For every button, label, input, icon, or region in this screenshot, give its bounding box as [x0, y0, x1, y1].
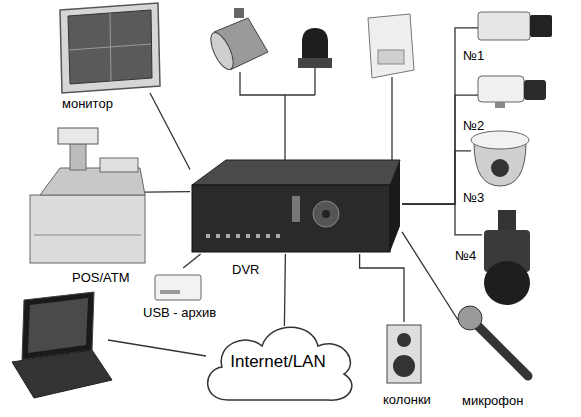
device-label: USB - архив [143, 305, 216, 320]
network-cloud: Internet/LAN [198, 318, 358, 406]
camera-body [478, 76, 524, 102]
alarm-wire [284, 95, 285, 160]
cloud-outline [208, 327, 352, 400]
pos-display [58, 128, 98, 144]
dvr-recorder: DVR [190, 158, 402, 254]
dvr-leds [206, 234, 280, 238]
ptz-sphere [484, 261, 530, 305]
beacon-dome [302, 28, 328, 60]
screen-split [69, 44, 151, 50]
device-label: №1 [463, 48, 484, 63]
beacon-base [298, 58, 332, 68]
pos-drawer-line [34, 235, 141, 236]
pos-printer [100, 158, 138, 172]
dvr-side [390, 160, 400, 252]
connector-line [402, 151, 471, 204]
dvr-top [192, 160, 400, 185]
alarm-wire [240, 72, 315, 95]
camera-lens [524, 80, 546, 100]
device-label: №2 [463, 118, 484, 133]
dome-lens [491, 159, 509, 177]
dome-camera: №3 [471, 130, 529, 188]
usb-slot [160, 290, 180, 294]
speaker: колонки [385, 322, 423, 384]
laptop-base [12, 350, 112, 398]
laptop-screen [22, 292, 94, 360]
usb-drive [155, 275, 201, 300]
connector-line [145, 191, 190, 193]
device-label: DVR [232, 262, 259, 277]
alarm-wire [314, 68, 315, 95]
monitor-frame [60, 3, 160, 93]
sensor-wire [391, 77, 392, 160]
pos-drawer [30, 195, 145, 263]
mic-handle [476, 324, 528, 376]
connector-line [183, 254, 200, 268]
monitor: монитор [60, 5, 160, 93]
camera: №2 [478, 70, 548, 108]
camera-lens [530, 15, 552, 37]
monitor-screen [68, 10, 152, 84]
camera: №1 [478, 8, 554, 44]
dvr-jog-center [322, 210, 330, 218]
connector-line [360, 254, 404, 322]
speaker-cone [397, 333, 411, 347]
dvr-display [292, 196, 300, 222]
horn-mouth [206, 29, 237, 72]
device-label: POS/ATM [72, 270, 130, 285]
connector-line [150, 93, 190, 170]
device-label: монитор [62, 96, 113, 111]
usb-archive: USB - архив [152, 268, 204, 302]
camera-bracket [495, 102, 505, 108]
mic-head [458, 306, 482, 330]
device-label: №4 [455, 248, 476, 263]
horn-bracket [234, 8, 244, 18]
dome-base [471, 131, 529, 149]
connector-line [402, 204, 482, 235]
connector-line [402, 232, 458, 320]
speaker-cone [393, 355, 415, 377]
laptop-display [28, 298, 88, 353]
connector-line [284, 254, 285, 326]
device-label: микрофон [462, 393, 523, 408]
device-label: колонки [383, 392, 431, 407]
dvr-front [192, 185, 390, 252]
microphone: микрофон [458, 305, 533, 380]
connector-line [402, 95, 478, 204]
device-label: №3 [463, 190, 484, 205]
dvr-jog [313, 201, 339, 227]
ptz-camera: №4 [482, 210, 532, 306]
speaker-box [387, 325, 421, 383]
ptz-mount [498, 210, 516, 232]
pos-terminal: POS/ATM [25, 125, 145, 265]
sensor-lens [378, 50, 404, 64]
network-label: Internet/LAN [230, 352, 325, 372]
network-wire [108, 340, 206, 356]
camera-body [478, 12, 530, 40]
motion-sensor [368, 14, 414, 78]
